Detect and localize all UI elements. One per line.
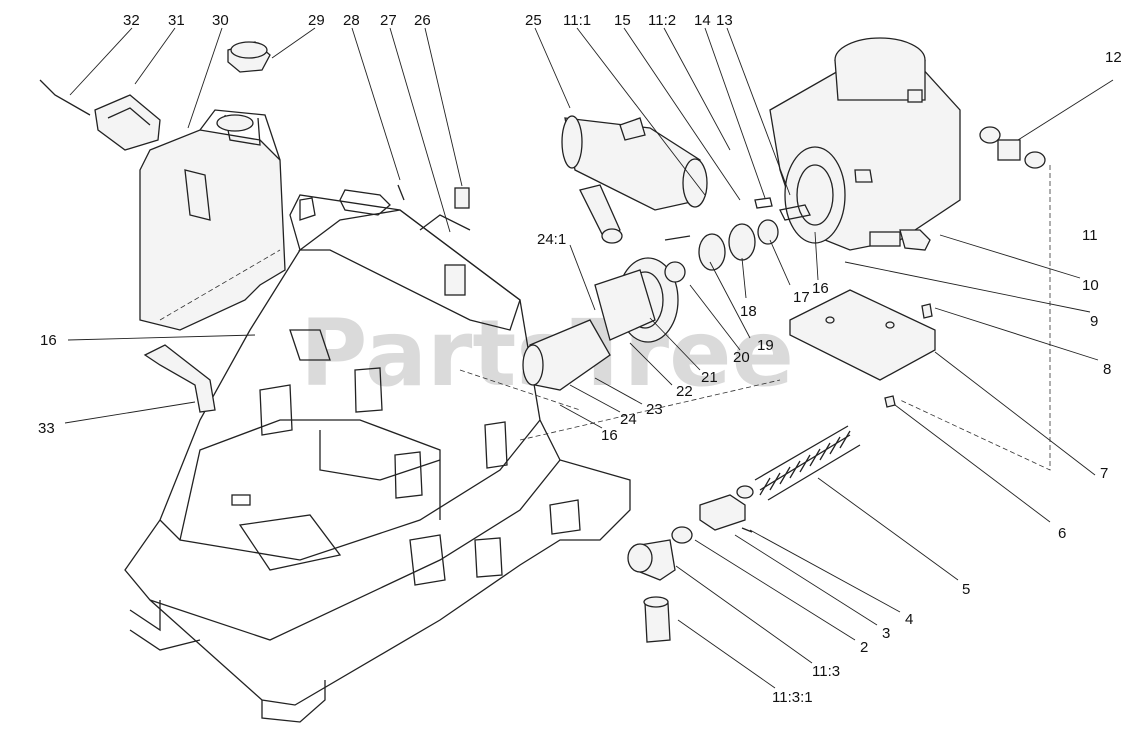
- callout-24-1: 24:1: [537, 231, 566, 248]
- callout-12: 12: [1105, 49, 1122, 66]
- connector-group: [671, 485, 754, 544]
- callout-21: 21: [701, 369, 718, 386]
- pump-housing: [594, 257, 686, 343]
- callout-16-mid: 16: [601, 427, 618, 444]
- callout-9: 9: [1090, 313, 1098, 330]
- callout-11-3: 11:3: [812, 663, 840, 680]
- nut-6: [884, 395, 896, 408]
- tank-bracket: [94, 94, 161, 151]
- bolt-32: [39, 79, 91, 116]
- assembly-line-2: [159, 249, 281, 321]
- elbow-outlet: [627, 539, 676, 581]
- callout-3: 3: [882, 625, 890, 642]
- mounting-plate: [789, 289, 936, 381]
- callout-7: 7: [1100, 465, 1108, 482]
- callout-29: 29: [308, 12, 325, 29]
- frame-assembly: [124, 189, 631, 723]
- callout-31: 31: [168, 12, 185, 29]
- callout-2: 2: [860, 639, 868, 656]
- callout-labels: 32 31 30 29 28 27 26 25 11:1 15 11:2 14 …: [38, 12, 1122, 706]
- assembly-line-1: [899, 165, 1051, 471]
- bolt-8: [921, 303, 933, 319]
- callout-6: 6: [1058, 525, 1066, 542]
- assembly-line-4: [519, 379, 781, 441]
- callout-32: 32: [123, 12, 140, 29]
- bracket-33: [143, 344, 216, 413]
- callout-22: 22: [676, 383, 693, 400]
- callout-13: 13: [716, 12, 733, 29]
- assembly-line-3: [459, 369, 581, 411]
- hose-fitting-12: [979, 126, 1046, 169]
- callout-20: 20: [733, 349, 750, 366]
- callout-27: 27: [380, 12, 397, 29]
- callout-11-1: 11:1: [563, 12, 591, 29]
- callout-19: 19: [757, 337, 774, 354]
- leader-lines: [64, 27, 1114, 689]
- spring-hose: [754, 425, 861, 501]
- callout-17: 17: [793, 289, 810, 306]
- callout-11-3-1: 11:3:1: [772, 689, 813, 706]
- callout-26: 26: [414, 12, 431, 29]
- callout-4: 4: [905, 611, 913, 628]
- callout-11-2: 11:2: [648, 12, 676, 29]
- callout-10: 10: [1082, 277, 1099, 294]
- relay-group: [397, 184, 471, 296]
- callout-8: 8: [1103, 361, 1111, 378]
- callout-23: 23: [646, 401, 663, 418]
- callout-5: 5: [962, 581, 970, 598]
- callout-24: 24: [620, 411, 637, 428]
- fitting-10: [899, 229, 931, 251]
- callout-16-left: 16: [40, 332, 57, 349]
- fuel-tank: [139, 109, 286, 331]
- muffler: [561, 115, 708, 244]
- callout-16-right: 16: [812, 280, 829, 297]
- callout-25: 25: [525, 12, 542, 29]
- engine-assembly: [769, 37, 961, 251]
- coupler-group: [664, 197, 811, 271]
- callout-15: 15: [614, 12, 631, 29]
- callout-30: 30: [212, 12, 229, 29]
- callout-33: 33: [38, 420, 55, 437]
- callout-14: 14: [694, 12, 711, 29]
- cup-11-3-1: [643, 596, 671, 643]
- filter-housing-24: [522, 319, 611, 391]
- fuel-cap: [227, 41, 271, 73]
- callout-11: 11: [1082, 227, 1098, 244]
- callout-28: 28: [343, 12, 360, 29]
- callout-18: 18: [740, 303, 757, 320]
